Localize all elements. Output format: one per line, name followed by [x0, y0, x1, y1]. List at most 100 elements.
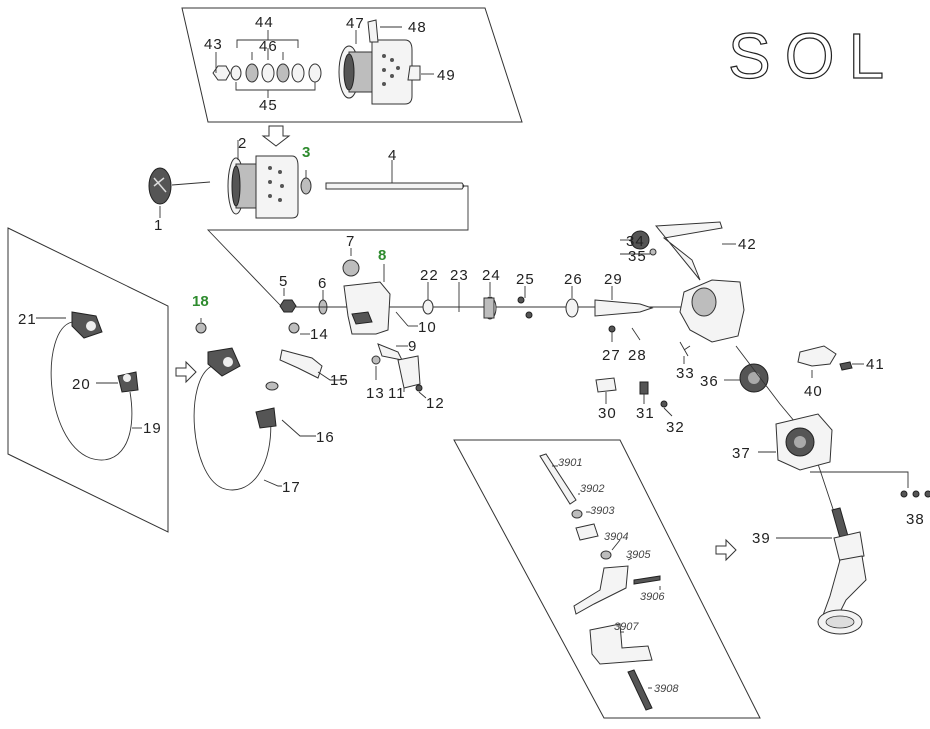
label-23: 23 — [450, 267, 469, 284]
part-3906-screw — [633, 575, 661, 585]
part-46-washer-1 — [245, 63, 259, 83]
label-22: 22 — [420, 267, 439, 284]
part-35-washer — [649, 248, 657, 256]
part-10-spring — [395, 311, 409, 327]
part-26-bearing — [565, 298, 579, 318]
label-12: 12 — [426, 395, 445, 412]
part-38-screw-b — [912, 490, 920, 498]
part-3902-washer — [571, 509, 583, 519]
part-38-screw-a — [900, 490, 908, 498]
handle-inset-panel: 21 20 19 — [7, 227, 169, 533]
arrow-right-icon-2 — [715, 538, 737, 562]
part-17-cable — [193, 365, 272, 491]
label-36: 36 — [700, 373, 719, 390]
part-16-knob — [255, 407, 277, 429]
gear-shaft-inset-panel: 3901 3902 3903 3904 3905 3906 3907 3908 — [453, 439, 761, 719]
part-39-handle: 39 — [752, 507, 867, 635]
label-28: 28 — [628, 347, 647, 364]
label-14: 14 — [310, 326, 329, 343]
label-11: 11 — [388, 385, 406, 402]
spool-assembly-row: 2 3 4 1 — [148, 135, 469, 306]
part-8-rotor — [343, 281, 391, 335]
label-39: 39 — [752, 530, 771, 547]
label-34: 34 — [626, 233, 645, 250]
part-32-screw — [660, 400, 668, 408]
label-26: 26 — [564, 271, 583, 288]
label-38: 38 — [906, 511, 925, 528]
part-48-clip — [367, 19, 379, 43]
part-27-screw — [608, 325, 616, 333]
label-10: 10 — [418, 319, 437, 336]
label-25: 25 — [516, 271, 535, 288]
part-2-spool — [227, 155, 299, 219]
part-14-screw — [288, 322, 300, 334]
label-30: 30 — [598, 405, 617, 422]
part-22-bearing — [422, 299, 434, 315]
part-45-washer-1 — [230, 65, 242, 81]
part-3908-shaft — [627, 669, 653, 711]
part-49-clip — [407, 65, 421, 81]
label-45: 45 — [259, 97, 278, 114]
label-16: 16 — [316, 429, 335, 446]
label-19: 19 — [143, 420, 162, 437]
part-45-washer-3 — [291, 63, 305, 83]
label-32: 32 — [666, 419, 685, 436]
part-20-knob — [117, 371, 139, 393]
reel-body: 34 35 42 33 30 31 32 36 40 41 37 38 — [595, 221, 930, 561]
handle-inset-frame — [7, 227, 169, 533]
label-3906: 3906 — [640, 591, 665, 603]
label-21: 21 — [18, 311, 37, 328]
label-3907: 3907 — [614, 621, 639, 633]
label-8: 8 — [378, 247, 386, 264]
label-3903: 3903 — [590, 505, 615, 517]
part-3903-bushing — [575, 523, 599, 541]
brand-logo-text: SOL — [728, 20, 898, 92]
label-9: 9 — [408, 338, 417, 355]
label-35: 35 — [628, 248, 647, 265]
part-16-washer — [265, 381, 279, 391]
label-27: 27 — [602, 347, 621, 364]
spool-inset-frame — [181, 7, 523, 123]
label-33: 33 — [676, 365, 695, 382]
handle-assembly: 18 14 15 16 17 — [192, 293, 348, 496]
arrow-down-icon — [261, 125, 291, 147]
part-12-screw — [415, 384, 423, 392]
part-19-cable — [50, 321, 133, 461]
part-47-spool — [338, 39, 413, 105]
label-17: 17 — [282, 479, 301, 496]
part-13-roller — [371, 355, 381, 365]
rotor-row: 7 8 5 6 9 10 11 12 13 22 23 24 25 26 29 … — [279, 233, 688, 412]
label-41: 41 — [866, 356, 885, 373]
part-3905-gear-arm — [573, 565, 629, 615]
label-3904: 3904 — [604, 531, 628, 543]
part-25-screw-b — [525, 311, 533, 319]
part-30-stopper — [595, 377, 617, 393]
part-7-cap — [342, 259, 360, 277]
part-5-nut — [279, 299, 297, 313]
label-42: 42 — [738, 236, 757, 253]
label-13: 13 — [366, 385, 385, 402]
part-15-handle-arm — [279, 349, 323, 379]
label-44: 44 — [255, 14, 274, 31]
label-46: 46 — [259, 38, 278, 55]
label-3908: 3908 — [654, 683, 679, 695]
gear-shaft-inset-frame — [453, 439, 761, 719]
label-5: 5 — [279, 273, 288, 290]
part-33-spring — [679, 341, 691, 357]
arrow-right-icon — [175, 360, 197, 384]
label-7: 7 — [346, 233, 355, 250]
part-29-shaft — [594, 299, 654, 317]
spool-inset-panel: 43 44 46 45 47 48 49 — [181, 7, 523, 123]
label-2: 2 — [238, 135, 247, 152]
label-31: 31 — [636, 405, 655, 422]
part-41-screw — [839, 361, 853, 371]
label-40: 40 — [804, 383, 823, 400]
part-38-screw-c — [924, 490, 930, 498]
label-47: 47 — [346, 15, 365, 32]
part-31-lever — [639, 381, 649, 395]
part-43-nut-shape — [212, 65, 231, 81]
label-18: 18 — [192, 293, 209, 310]
part-4-main-shaft — [325, 182, 465, 190]
label-29: 29 — [604, 271, 623, 288]
